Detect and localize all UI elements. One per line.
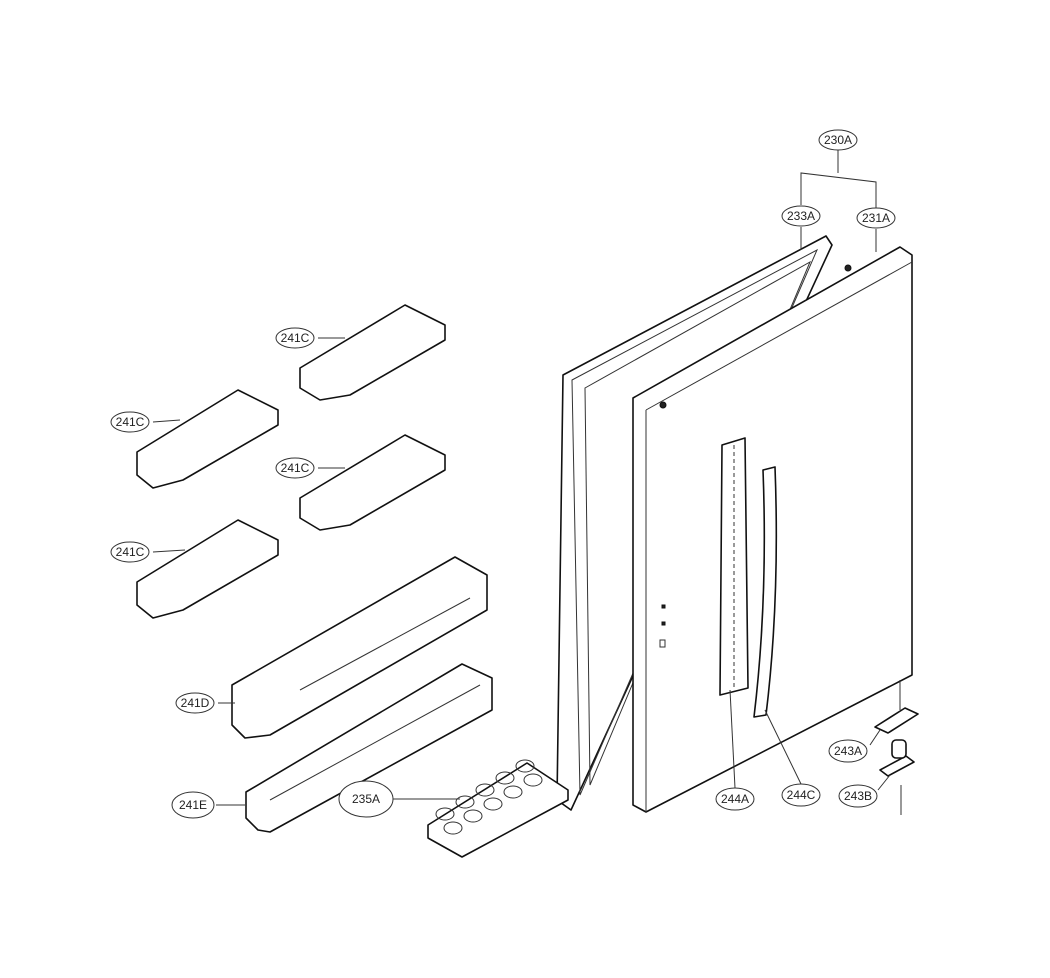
callout-241C: 241C bbox=[110, 411, 150, 433]
callout-label: 241C bbox=[281, 461, 310, 475]
callout-label: 241C bbox=[281, 331, 310, 345]
callout-label: 241C bbox=[116, 545, 145, 559]
callout-235A: 235A bbox=[338, 780, 394, 818]
egg-cup bbox=[435, 807, 455, 821]
callout-label: 244A bbox=[721, 792, 749, 806]
egg-cup bbox=[443, 821, 463, 835]
basket-d-part bbox=[231, 556, 488, 739]
callout-label: 231A bbox=[862, 211, 890, 225]
egg-cup bbox=[483, 797, 503, 811]
hinge-a-part bbox=[874, 680, 919, 734]
callout-244C: 244C bbox=[781, 783, 821, 807]
basket-e-part bbox=[245, 663, 493, 833]
callout-241C: 241C bbox=[110, 541, 150, 563]
hinge-b-part bbox=[879, 739, 915, 815]
callout-243B: 243B bbox=[838, 784, 878, 808]
egg-tray-part bbox=[427, 759, 569, 858]
callout-230A: 230A bbox=[818, 129, 858, 151]
handle-a-part bbox=[719, 437, 749, 696]
leader-lines bbox=[152, 150, 891, 806]
egg-cup bbox=[495, 771, 515, 785]
callout-244A: 244A bbox=[715, 787, 755, 811]
egg-cup bbox=[523, 773, 543, 787]
callout-label: 230A bbox=[824, 133, 852, 147]
egg-cup bbox=[515, 759, 535, 773]
callout-label: 243A bbox=[834, 744, 862, 758]
egg-cup bbox=[463, 809, 483, 823]
callout-241C: 241C bbox=[275, 327, 315, 349]
callout-241C: 241C bbox=[275, 457, 315, 479]
egg-cup bbox=[475, 783, 495, 797]
callout-label: 241E bbox=[179, 798, 207, 812]
callout-label: 241D bbox=[181, 696, 210, 710]
callout-label: 243B bbox=[844, 789, 872, 803]
callout-233A: 233A bbox=[781, 205, 821, 227]
basket-c-part bbox=[136, 304, 446, 619]
egg-cup bbox=[455, 795, 475, 809]
callout-231A: 231A bbox=[856, 207, 896, 229]
callout-241D: 241D bbox=[175, 692, 215, 714]
callout-241E-highlighted: 241E bbox=[171, 791, 215, 819]
callout-label: 235A bbox=[352, 792, 380, 806]
callout-label: 233A bbox=[787, 209, 815, 223]
handle-c-part bbox=[753, 466, 778, 718]
callout-243A: 243A bbox=[828, 739, 868, 763]
egg-cup bbox=[503, 785, 523, 799]
callout-label: 241C bbox=[116, 415, 145, 429]
callout-label: 244C bbox=[787, 788, 816, 802]
